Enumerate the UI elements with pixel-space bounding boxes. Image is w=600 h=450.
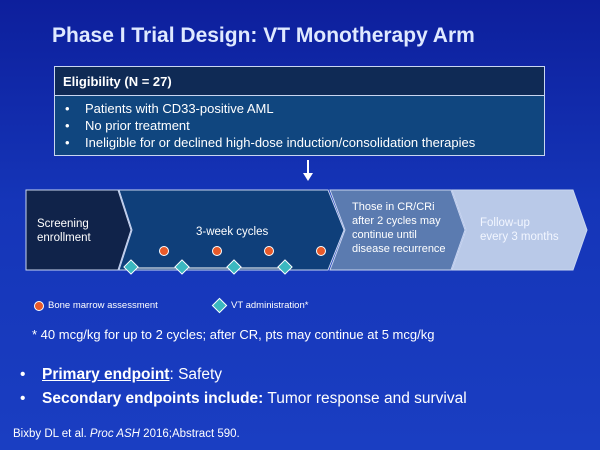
screening-label: Screening enrollment bbox=[37, 218, 91, 244]
vt-legend-label: VT administration* bbox=[231, 300, 309, 311]
vt-administration-diamond bbox=[226, 259, 242, 275]
marrow-legend-icon bbox=[34, 301, 44, 311]
marrow-legend-label: Bone marrow assessment bbox=[48, 300, 158, 311]
vt-administration-diamond bbox=[174, 259, 190, 275]
eligibility-header: Eligibility (N = 27) bbox=[55, 67, 544, 96]
marrow-assessment-dot bbox=[316, 246, 326, 256]
vt-administration-diamond bbox=[123, 259, 139, 275]
cycles-label: 3-week cycles bbox=[196, 226, 269, 238]
eligibility-item: No prior treatment bbox=[63, 117, 536, 134]
primary-endpoint: Primary endpoint: Safety bbox=[20, 366, 467, 390]
vt-administration-diamond bbox=[277, 259, 293, 275]
slide-title: Phase I Trial Design: VT Monotherapy Arm bbox=[52, 24, 475, 47]
marrow-assessment-dot bbox=[264, 246, 274, 256]
endpoints-list: Primary endpoint: Safety Secondary endpo… bbox=[20, 366, 467, 414]
dosing-footnote: * 40 mcg/kg for up to 2 cycles; after CR… bbox=[32, 327, 435, 342]
down-arrow-icon bbox=[303, 160, 313, 181]
continue-label: Those in CR/CRi after 2 cycles may conti… bbox=[352, 201, 446, 255]
eligibility-box: Eligibility (N = 27) Patients with CD33-… bbox=[54, 66, 545, 156]
marrow-assessment-dot bbox=[212, 246, 222, 256]
marrow-assessment-dot bbox=[159, 246, 169, 256]
vt-legend-icon bbox=[211, 297, 228, 314]
eligibility-item: Ineligible for or declined high-dose ind… bbox=[63, 134, 536, 151]
secondary-endpoints: Secondary endpoints include: Tumor respo… bbox=[20, 390, 467, 414]
eligibility-body: Patients with CD33-positive AML No prior… bbox=[55, 96, 544, 155]
eligibility-item: Patients with CD33-positive AML bbox=[63, 100, 536, 117]
followup-label: Follow-up every 3 months bbox=[480, 217, 559, 243]
reference-citation: Bixby DL et al. Proc ASH 2016;Abstract 5… bbox=[13, 428, 240, 440]
